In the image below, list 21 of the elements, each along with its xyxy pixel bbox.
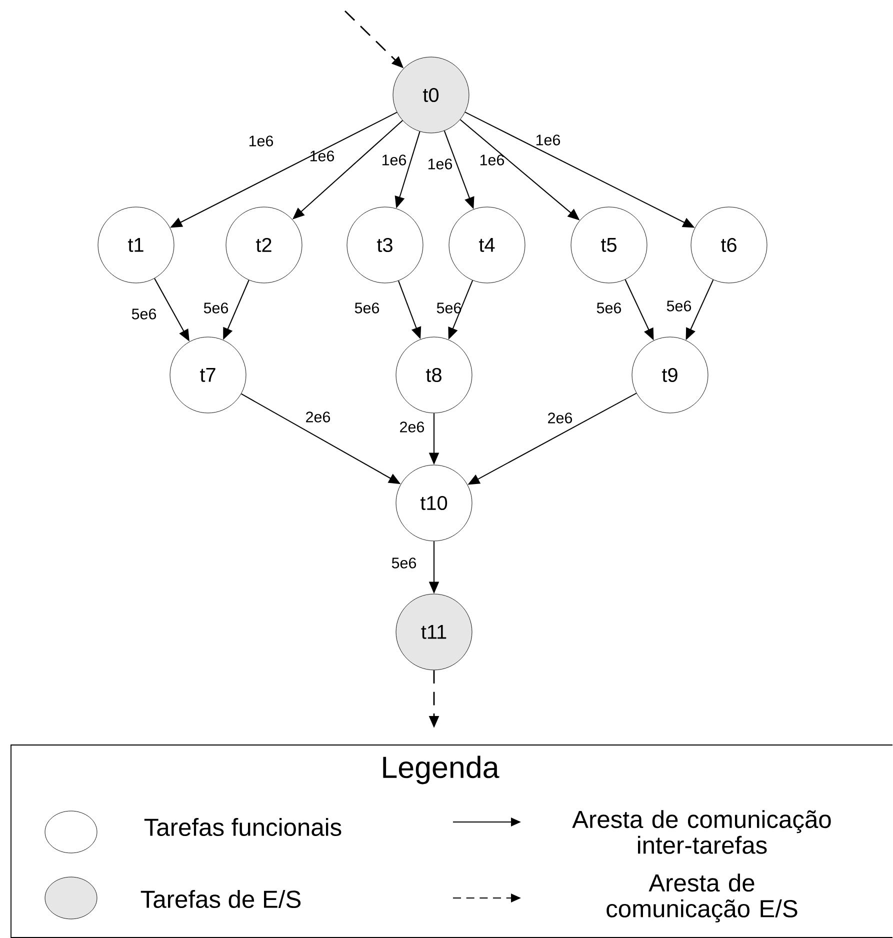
edge-label: 1e6	[249, 136, 274, 146]
edge-label: 5e6	[436, 302, 462, 314]
legend-text: Aresta de comunicação inter-tarefas	[572, 810, 831, 854]
edge-label: 1e6	[310, 150, 334, 162]
edge-label: 5e6	[204, 302, 228, 314]
edge-label: 1e6	[536, 134, 560, 146]
edge-label: 5e6	[596, 302, 622, 314]
edge-label: 2e6	[548, 412, 572, 424]
legend-text: Aresta de comunicação E/S	[606, 874, 798, 922]
legend-text: Tarefas de E/S	[140, 890, 301, 908]
edge-label: 5e6	[132, 308, 156, 320]
legend-title: Legenda	[383, 756, 500, 784]
edge-label: 5e6	[354, 302, 380, 314]
edge-label: 2e6	[306, 412, 330, 422]
edge-label: 1e6	[428, 158, 452, 170]
edge-label: 5e6	[392, 558, 416, 568]
edge-label: 1e6	[382, 154, 406, 166]
legend-text: Tarefas funcionais	[144, 818, 342, 836]
edge-label: 1e6	[480, 154, 504, 166]
edge-label: 5e6	[666, 300, 692, 312]
edge-label: 2e6	[400, 422, 424, 432]
